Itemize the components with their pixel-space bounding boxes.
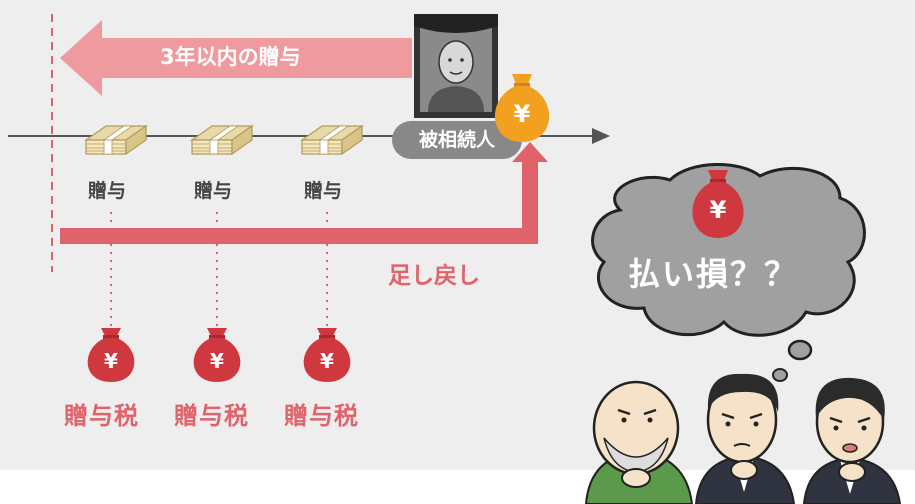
money-bundle-icon <box>300 124 364 156</box>
money-bundle-icon <box>84 124 148 156</box>
yen-symbol: ¥ <box>104 349 118 373</box>
three-year-arrow <box>60 20 412 96</box>
yen-symbol: ¥ <box>709 196 727 224</box>
timeline-arrowhead <box>592 128 610 144</box>
add-back-label: 足し戻し <box>388 263 480 289</box>
gift-label: 贈与 <box>194 180 233 202</box>
loss-thought-text: 払い損？？ <box>628 255 799 293</box>
yen-symbol: ¥ <box>513 100 531 128</box>
money-bag-icon <box>303 328 351 382</box>
young-man-icon <box>802 377 902 504</box>
yen-symbol: ¥ <box>210 349 224 373</box>
gift-tax-label: 贈与税 <box>284 402 359 430</box>
portrait-icon <box>414 14 498 118</box>
three-year-gift-label: 3年以内の贈与 <box>160 45 301 69</box>
gift-tax-label: 贈与税 <box>174 402 249 430</box>
middle-aged-man-icon <box>694 373 796 504</box>
money-bag-icon <box>692 170 744 238</box>
gift-label: 贈与 <box>88 180 127 202</box>
add-back-arrow <box>60 142 548 244</box>
gift-tax-label: 贈与税 <box>64 402 139 430</box>
money-bag-icon <box>87 328 135 382</box>
inheritance-money-bag-icon <box>494 74 550 142</box>
gift-label: 贈与 <box>304 180 343 202</box>
elderly-man-icon <box>584 380 694 504</box>
thought-cloud <box>591 162 866 382</box>
money-bundle-icon <box>190 124 254 156</box>
deceased-label: 被相続人 <box>418 129 495 151</box>
money-bag-icon <box>193 328 241 382</box>
yen-symbol: ¥ <box>320 349 334 373</box>
deceased-label-pill <box>392 121 522 159</box>
